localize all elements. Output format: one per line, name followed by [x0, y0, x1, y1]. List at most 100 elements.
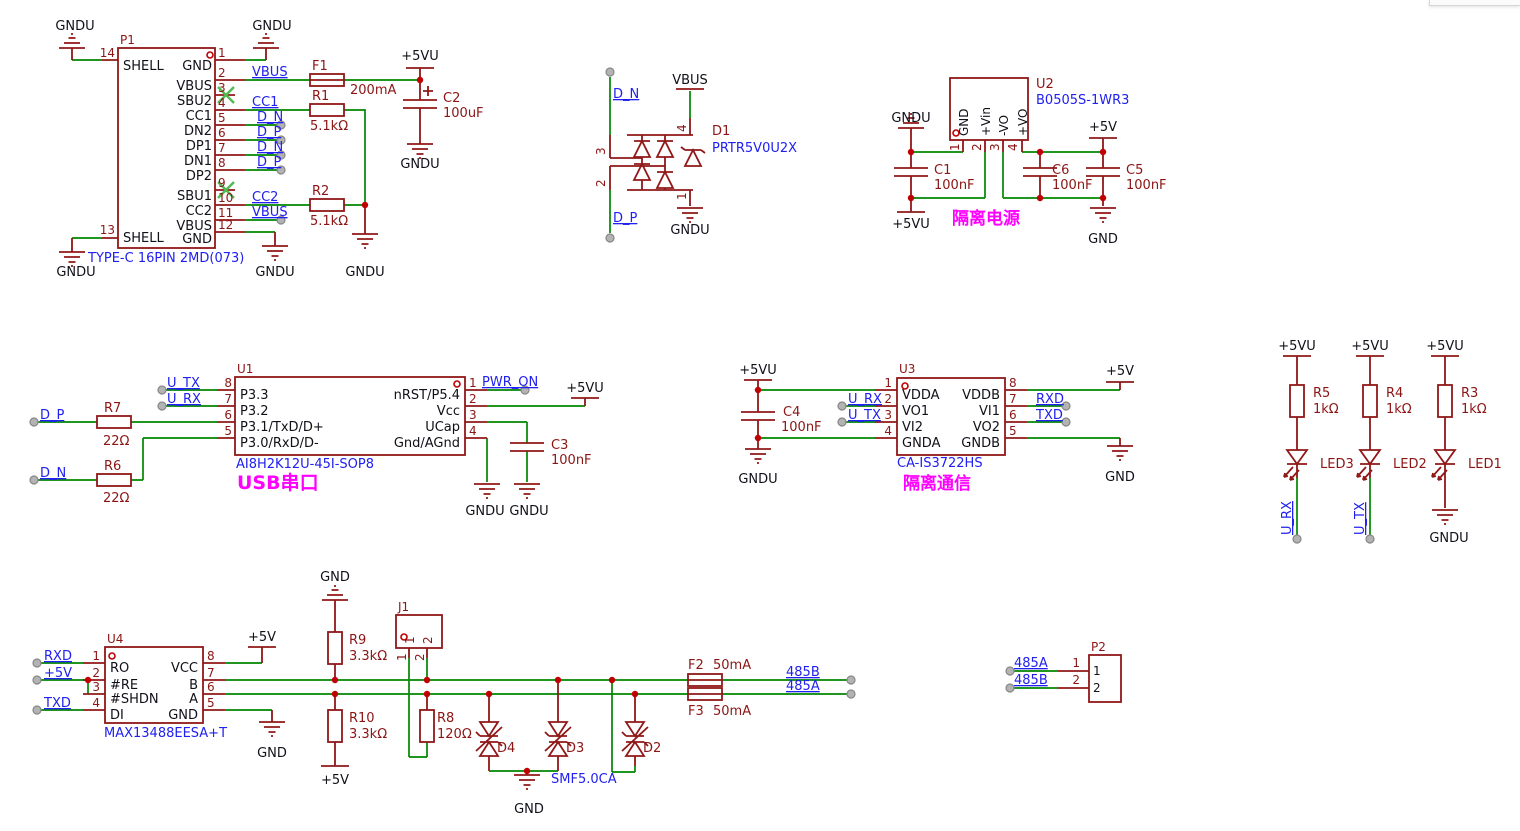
- ground-symbol[interactable]: [258, 721, 286, 737]
- net-port[interactable]: [157, 385, 167, 395]
- net-label[interactable]: D_P: [40, 408, 65, 423]
- ground-symbol[interactable]: [252, 33, 280, 49]
- net-port[interactable]: [605, 233, 615, 243]
- net-port[interactable]: [29, 417, 39, 427]
- typec-body[interactable]: [117, 47, 216, 249]
- ground-symbol[interactable]: [321, 585, 349, 601]
- net-port[interactable]: [837, 401, 847, 411]
- diode[interactable]: [656, 140, 674, 158]
- net-label[interactable]: 485A: [1014, 656, 1048, 671]
- resistor-r6[interactable]: [96, 473, 132, 487]
- net-port[interactable]: [846, 675, 856, 685]
- net-port[interactable]: [29, 475, 39, 485]
- resistor-r10[interactable]: [327, 709, 343, 743]
- net-port[interactable]: [1365, 534, 1375, 544]
- resistor-r7[interactable]: [96, 415, 132, 429]
- net-port[interactable]: [1005, 683, 1015, 693]
- mcu-body[interactable]: [234, 376, 466, 456]
- led-symbol[interactable]: [1283, 449, 1308, 481]
- dcdc-body[interactable]: [949, 77, 1029, 141]
- net-label[interactable]: TXD: [43, 696, 71, 711]
- net-label[interactable]: RXD: [44, 649, 72, 664]
- wire[interactable]: [758, 389, 1120, 439]
- net-port[interactable]: [1292, 534, 1302, 544]
- wire[interactable]: [1296, 478, 1371, 535]
- net-label[interactable]: D_P: [613, 211, 638, 226]
- net-port[interactable]: [157, 401, 167, 411]
- net-label[interactable]: U_TX: [167, 376, 200, 391]
- net-label[interactable]: TXD: [1035, 408, 1063, 423]
- rs485-section[interactable]: RXD +5V TXD U4 1 2 3 4 RO #RE #SHDN DI 8…: [32, 630, 850, 761]
- resistor-r5[interactable]: [1289, 384, 1305, 418]
- isolator-body[interactable]: [896, 377, 1006, 456]
- net-label[interactable]: D_N: [257, 110, 283, 125]
- ground-symbol[interactable]: [406, 143, 434, 159]
- net-port[interactable]: [837, 417, 847, 427]
- jumper-j1-body[interactable]: [395, 614, 443, 649]
- wire[interactable]: [72, 59, 420, 239]
- ground-symbol[interactable]: [58, 33, 86, 49]
- net-label[interactable]: VBUS: [252, 65, 288, 80]
- net-label[interactable]: D_N: [40, 466, 66, 481]
- ground-symbol[interactable]: [473, 483, 501, 499]
- ground-symbol[interactable]: [58, 251, 86, 267]
- p2-connector-section[interactable]: 485A 485B 1 2 P2 1 2: [1005, 640, 1122, 703]
- net-port[interactable]: [276, 135, 286, 145]
- net-label[interactable]: PWR_ON: [482, 375, 538, 390]
- isolated-power-section[interactable]: GNDU +5VU +5V GND U2 B0505S-1WR3 GND +Vi…: [891, 77, 1166, 247]
- net-port[interactable]: [276, 215, 286, 225]
- resistor-r3[interactable]: [1437, 384, 1453, 418]
- wire[interactable]: [609, 77, 691, 233]
- net-port[interactable]: [520, 385, 530, 395]
- ground-symbol[interactable]: [676, 207, 704, 223]
- net-port[interactable]: [276, 150, 286, 160]
- net-label[interactable]: D_P: [257, 155, 282, 170]
- net-port[interactable]: [846, 689, 856, 699]
- ground-symbol[interactable]: [261, 245, 289, 261]
- net-label[interactable]: U_RX: [848, 392, 882, 407]
- ground-symbol[interactable]: [1106, 445, 1134, 461]
- ground-symbol[interactable]: [1431, 509, 1459, 525]
- wire[interactable]: [37, 662, 850, 711]
- net-label[interactable]: U_TX: [848, 408, 881, 423]
- diode[interactable]: [656, 171, 674, 189]
- net-port[interactable]: [32, 675, 42, 685]
- connector-p2-body[interactable]: [1088, 654, 1122, 703]
- led-section[interactable]: +5VU +5VU +5VU R5 1kΩ R4 1kΩ R3 1kΩ LED3…: [1278, 339, 1502, 546]
- typec-connector-section[interactable]: GNDU GNDU GNDU GNDU GNDU GNDU +5VU P1 14…: [55, 19, 483, 280]
- net-label[interactable]: D_N: [257, 140, 283, 155]
- net-label[interactable]: D_N: [613, 87, 639, 102]
- ground-symbol[interactable]: [744, 448, 772, 464]
- transceiver-body[interactable]: [104, 646, 204, 724]
- resistor-r1[interactable]: [309, 103, 345, 117]
- net-label[interactable]: +5V: [44, 666, 72, 681]
- led-symbol[interactable]: [1431, 449, 1456, 481]
- net-port[interactable]: [32, 658, 42, 668]
- net-label[interactable]: RXD: [1036, 392, 1064, 407]
- ground-symbol[interactable]: [351, 233, 379, 249]
- net-port[interactable]: [1005, 666, 1015, 676]
- net-label[interactable]: CC1: [252, 95, 278, 110]
- net-port[interactable]: [605, 67, 615, 77]
- net-port[interactable]: [32, 705, 42, 715]
- wire[interactable]: [408, 658, 636, 773]
- ground-symbol[interactable]: [513, 774, 541, 790]
- net-label[interactable]: 485B: [786, 665, 820, 680]
- net-label[interactable]: U_RX: [167, 392, 201, 407]
- resistor-r4[interactable]: [1362, 384, 1378, 418]
- wire[interactable]: [911, 151, 1103, 199]
- net-label[interactable]: CC2: [252, 190, 278, 205]
- resistor-r8[interactable]: [419, 709, 435, 743]
- resistor-r2[interactable]: [309, 198, 345, 212]
- usb-serial-section[interactable]: U1 8 7 6 5 P3.3 P3.2 P3.1/TxD/D+ P3.0/Rx…: [29, 362, 604, 519]
- net-port[interactable]: [276, 120, 286, 130]
- wire[interactable]: [34, 389, 585, 482]
- net-label[interactable]: 485A: [786, 679, 820, 694]
- ground-symbol[interactable]: [1089, 207, 1117, 223]
- net-label[interactable]: 485B: [1014, 673, 1048, 688]
- net-label[interactable]: D_P: [257, 125, 282, 140]
- termination-section[interactable]: GND R9 3.3kΩ R10 3.3kΩ +5V J1 1 2 1 2 R8…: [320, 570, 856, 817]
- net-label[interactable]: U_RX: [1280, 501, 1295, 535]
